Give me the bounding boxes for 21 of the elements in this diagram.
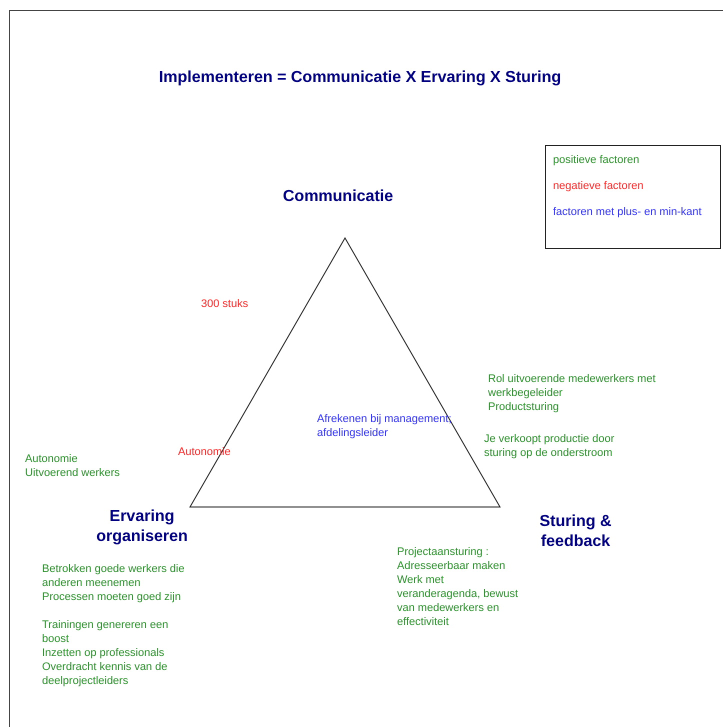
factor-text: Betrokken goede werkers die anderen meenemen [42, 562, 186, 590]
factor-text: Trainingen genereren een boost [42, 618, 170, 646]
factor-text: Adresseerbaar maken [397, 559, 506, 573]
factor-text: Rol uitvoerende medewerkers met werkbegeleider [488, 372, 657, 400]
factor-text: Uitvoerend werkers [25, 466, 120, 480]
factor-text: Inzetten op professionals [42, 646, 164, 660]
factor-text: Overdracht kennis van de deelprojectleiders [42, 660, 168, 688]
factor-text: Werk met veranderagenda, bewust van medewerkers en effectiviteit [397, 573, 520, 629]
corner-heading: Communicatie [282, 187, 394, 207]
factor-text: 300 stuks [201, 297, 248, 311]
legend-text: factoren met plus- en min-kant [553, 205, 702, 219]
legend-text: negatieve factoren [553, 179, 644, 193]
factor-text: Je verkoopt productie door sturing op de onderstroom [484, 432, 616, 460]
factor-text: Processen moeten goed zijn [42, 590, 182, 604]
factor-text: Projectaansturing : [397, 545, 489, 559]
legend-text: positieve factoren [553, 153, 640, 167]
factor-text: Productsturing [488, 400, 559, 414]
diagram-title: Implementeren = Communicatie X Ervaring X Sturing [158, 68, 562, 88]
corner-heading: Ervaring organiseren [95, 507, 189, 547]
factor-text: Autonomie [25, 452, 78, 466]
corner-heading: Sturing & feedback [538, 512, 612, 552]
